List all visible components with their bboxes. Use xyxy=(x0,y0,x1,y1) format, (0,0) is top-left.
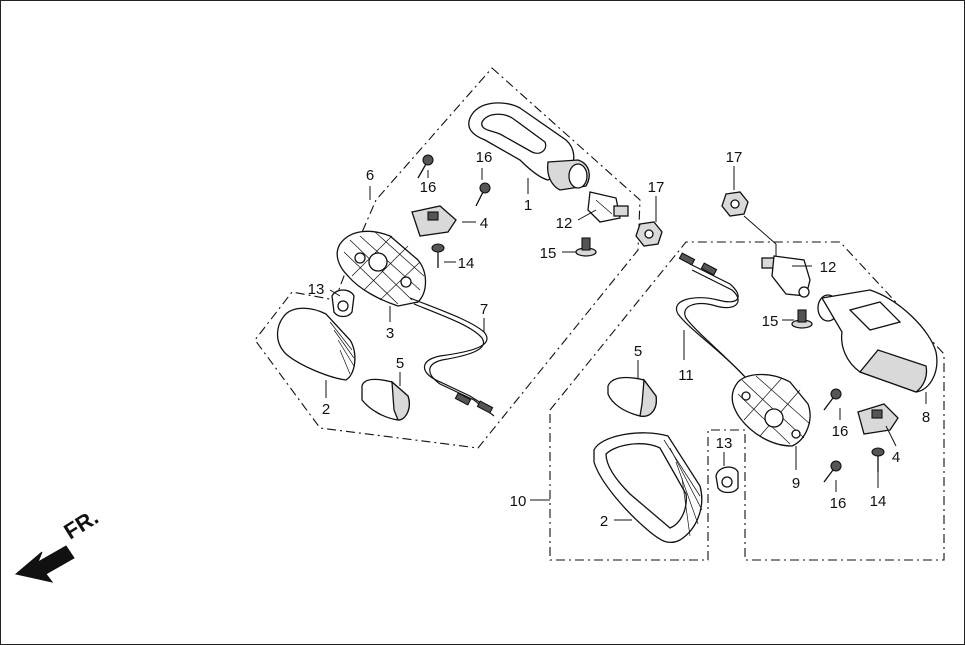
callout-left-14: 14 xyxy=(458,255,475,272)
callout-left-16b: 16 xyxy=(476,149,493,166)
callout-left-1: 1 xyxy=(524,197,532,214)
callout-right-13: 13 xyxy=(716,435,733,452)
callout-left-17: 17 xyxy=(648,179,665,196)
right-screw-14 xyxy=(871,447,885,472)
callout-left-3: 3 xyxy=(386,325,394,342)
left-screw-14 xyxy=(431,243,445,268)
callout-right-8: 8 xyxy=(922,409,930,426)
callout-right-17: 17 xyxy=(726,149,743,166)
left-lamp-body xyxy=(336,230,427,307)
right-lens xyxy=(593,432,703,544)
right-assembly-group-outline xyxy=(549,241,945,561)
left-stay-bracket xyxy=(468,102,590,191)
callout-left-16a: 16 xyxy=(420,179,437,196)
left-lens xyxy=(276,307,356,381)
left-reflector-pad xyxy=(361,378,410,421)
callout-labels: 1 2 3 4 5 6 7 12 13 14 15 16 16 17 2 4 5… xyxy=(308,149,931,530)
callout-right-10: 10 xyxy=(510,493,527,510)
left-bulb xyxy=(331,289,355,318)
front-direction-label: FR. xyxy=(59,504,102,544)
callout-right-12: 12 xyxy=(820,259,837,276)
left-clip-nut xyxy=(411,205,457,237)
callout-right-16b: 16 xyxy=(830,495,847,512)
callout-left-15: 15 xyxy=(540,245,557,262)
left-bulb-socket xyxy=(587,191,629,223)
right-bulb-socket xyxy=(761,255,811,298)
right-stay-bracket xyxy=(817,289,938,393)
front-arrow-icon xyxy=(14,545,75,583)
callout-right-14: 14 xyxy=(870,493,887,510)
left-assembly-group-outline xyxy=(254,67,641,449)
left-screw-16b xyxy=(475,182,491,207)
left-nut xyxy=(635,221,663,247)
callout-right-11: 11 xyxy=(678,367,694,384)
callout-left-13: 13 xyxy=(308,281,325,298)
callout-right-16a: 16 xyxy=(832,423,849,440)
right-screw-15 xyxy=(791,309,813,329)
right-wire-harness xyxy=(675,252,749,381)
callout-right-2: 2 xyxy=(600,513,608,530)
right-reflector-pad xyxy=(607,376,657,417)
callout-right-5: 5 xyxy=(634,343,642,360)
callout-left-2: 2 xyxy=(322,401,330,418)
left-screw-15 xyxy=(575,237,597,257)
callout-right-15: 15 xyxy=(762,313,779,330)
callout-left-6: 6 xyxy=(366,167,374,184)
right-clip-nut xyxy=(857,403,899,435)
callout-left-12: 12 xyxy=(556,215,573,232)
right-nut xyxy=(721,191,749,217)
leader-lines xyxy=(325,166,927,521)
right-screw-16b xyxy=(823,460,842,483)
callout-left-4: 4 xyxy=(480,215,488,232)
right-bulb xyxy=(715,466,739,494)
callout-right-9: 9 xyxy=(792,475,800,492)
callout-left-7: 7 xyxy=(480,301,488,318)
right-lamp-body xyxy=(731,373,811,447)
front-direction-indicator: FR. xyxy=(14,504,103,583)
callout-left-5: 5 xyxy=(396,355,404,372)
callout-right-4: 4 xyxy=(892,449,900,466)
left-wire-harness xyxy=(409,297,495,417)
right-screw-16a xyxy=(823,388,842,411)
left-screw-16a xyxy=(417,154,434,179)
